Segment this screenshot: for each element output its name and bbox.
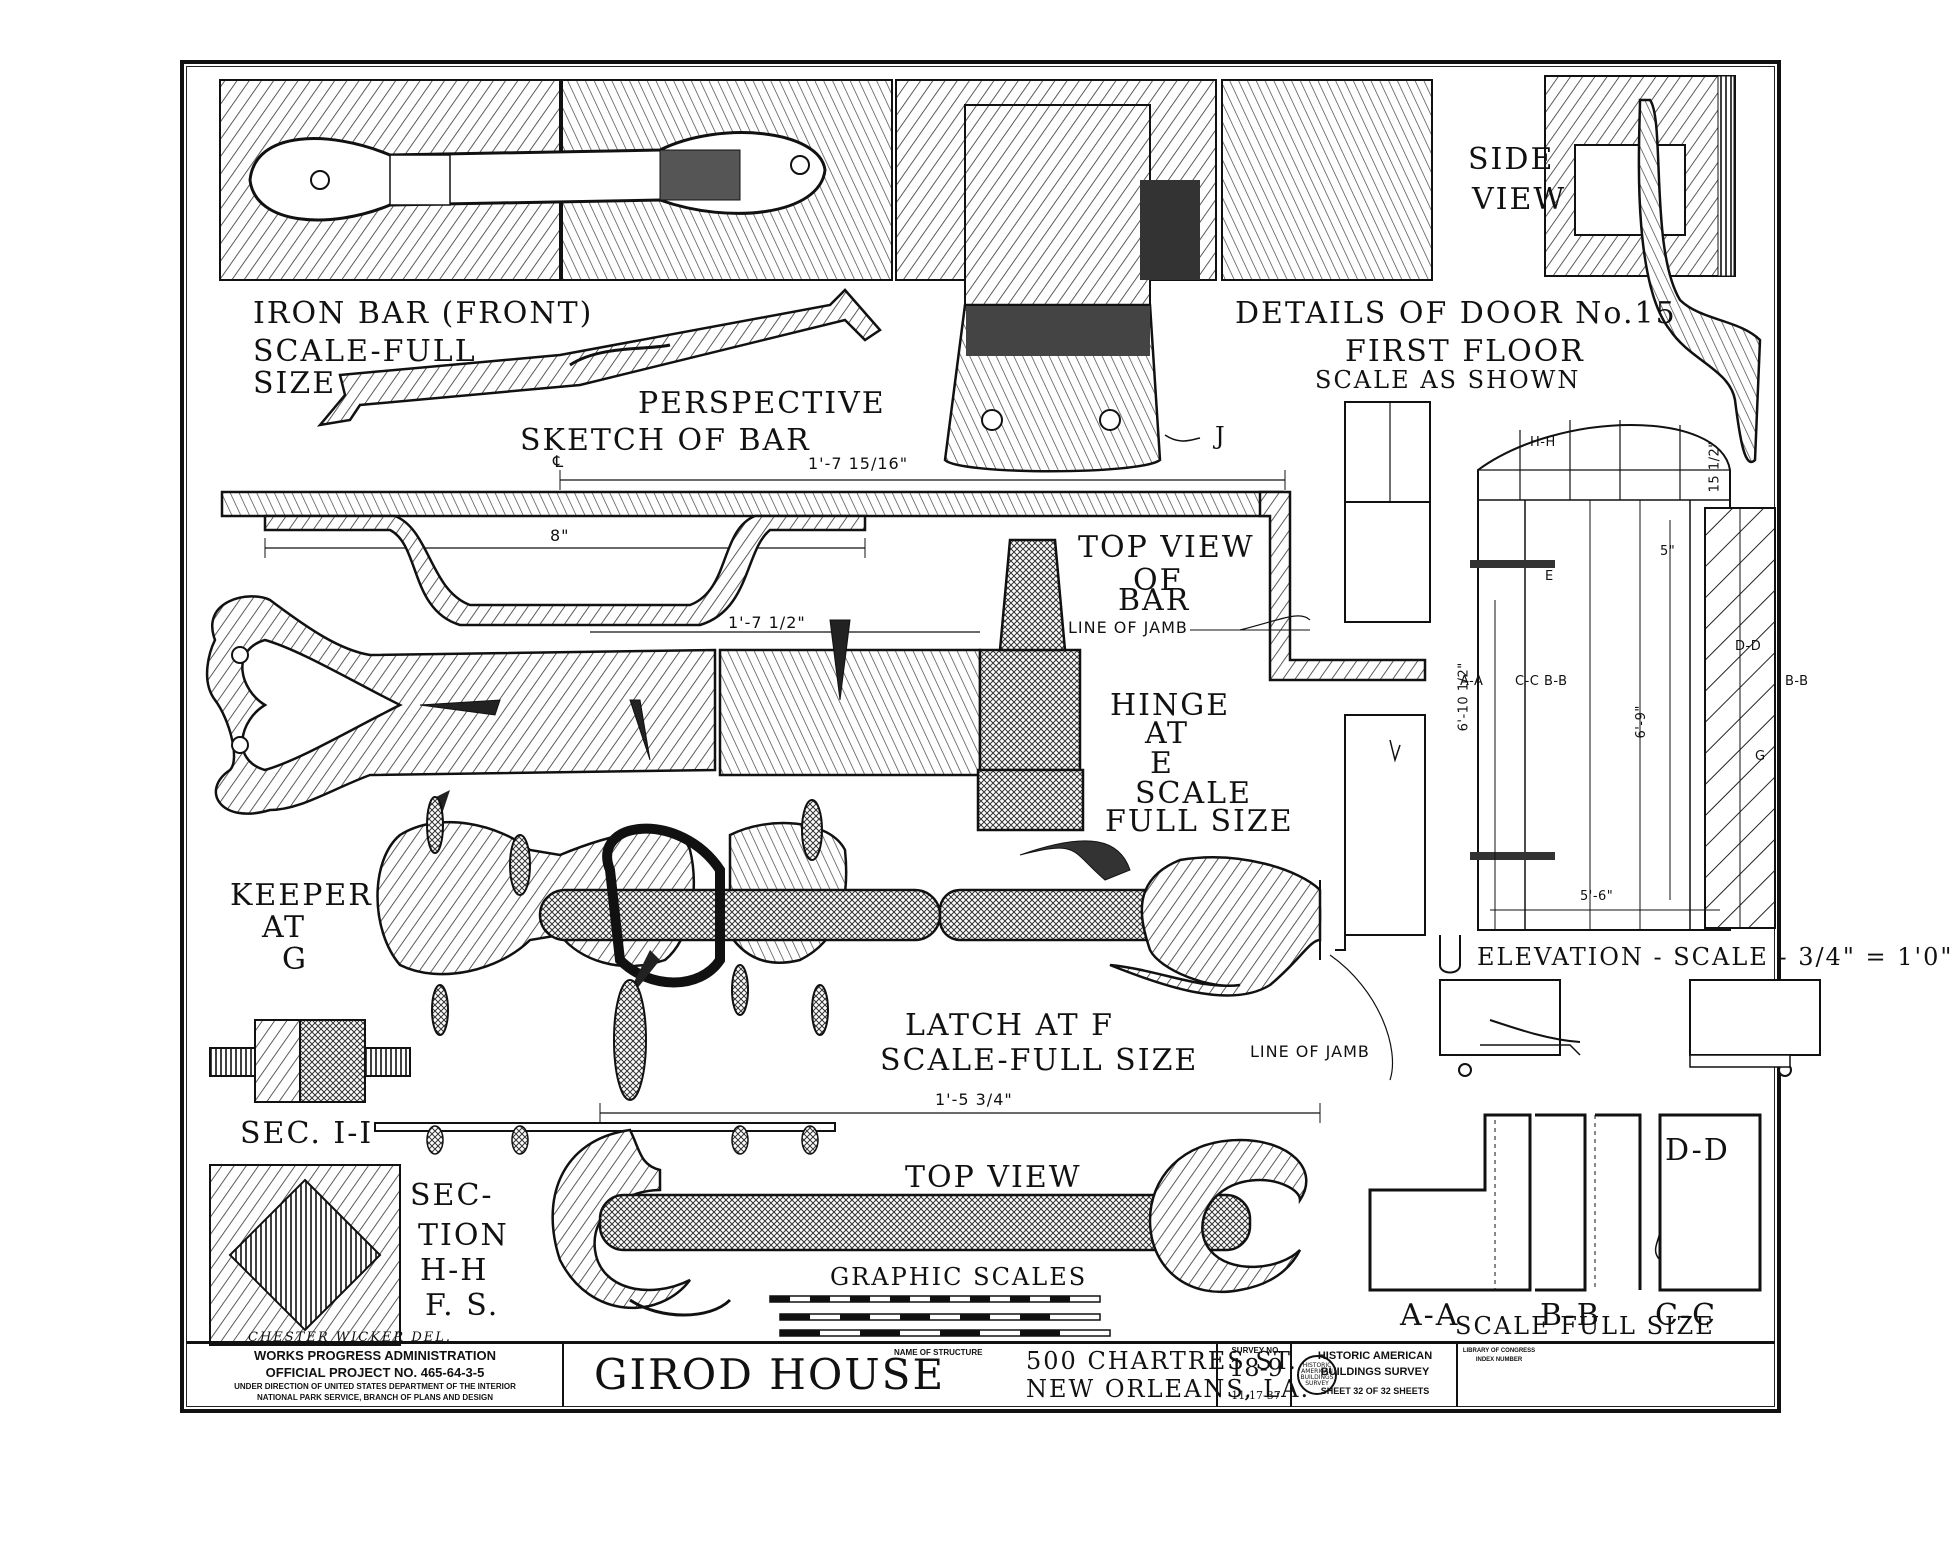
elevation-scale-label: ELEVATION - SCALE - 3/4" = 1'0" [1477,943,1953,971]
section-i-i-label: SEC. I-I [240,1116,374,1151]
habs-line2: BUILDINGS SURVEY [1320,1366,1430,1378]
address-line2: NEW ORLEANS, LA. [1026,1375,1311,1403]
iron-bar-scale-line2: SIZE [253,366,337,401]
elevation-mark-hh: H-H [1530,435,1556,450]
under-direction-line1: UNDER DIRECTION OF UNITED STATES DEPARTM… [234,1382,516,1391]
elevation-mark-cb: C-C B-B [1515,674,1568,689]
section-dd-label: D-D [1665,1133,1730,1168]
keeper-label-line1: KEEPER [230,878,373,913]
under-direction-line2: NATIONAL PARK SERVICE, BRANCH OF PLANS A… [256,1393,493,1402]
dimension-latch: 1'-5 3/4" [935,1090,1013,1109]
hinge-label-line1: HINGE [1110,688,1231,723]
elevation-dim-5: 15 1/2" [1707,441,1723,493]
elevation-dim-4: 5" [1660,544,1676,559]
section-h-h-label-line4: F. S. [425,1288,500,1323]
iron-bar-title: IRON BAR (FRONT) [253,296,594,331]
project-line: OFFICIAL PROJECT NO. 465-64-3-5 [265,1365,485,1380]
title-block-structure-cell: GIROD HOUSE NAME OF STRUCTURE 500 CHARTR… [564,1344,1671,1407]
hinge-label-line3: E [1150,746,1174,781]
title-block-loc-cell: LIBRARY OF CONGRESS INDEX NUMBER [1458,1344,1540,1407]
hinge-label-line5: FULL SIZE [1105,804,1294,839]
section-aa-label: A-A [1400,1298,1460,1333]
details-floor: FIRST FLOOR [1345,334,1585,369]
section-h-h-label-line1: SEC- [410,1178,494,1213]
elevation-mark-e: E [1545,569,1554,584]
hinge-drawing [205,538,1085,832]
dimension-bar-mid: 1'-7 1/2" [728,613,806,632]
sheet-count: SHEET 32 OF 32 SHEETS [1320,1386,1430,1396]
side-view-label-line1: SIDE [1468,142,1555,177]
door-jamb-sections [1335,401,1461,974]
title-block-survey-cell: SURVEY NO. 18-9 11-17-37 [1216,1344,1292,1407]
elevation-mark-bb: B-B [1785,674,1809,689]
section-bb-label: B-B [1540,1298,1601,1333]
latch-label-line1: LATCH AT F [905,1008,1114,1043]
elevation-mark-aa: A-A [1460,674,1484,689]
elevation-dim-1: 6'-10 1/2" [1456,662,1472,732]
latch-and-keeper-drawing [376,790,1394,1101]
perspective-label-line2: SKETCH OF BAR [520,423,811,458]
section-i-i [209,1019,411,1103]
survey-date: 11-17-37 [1231,1389,1281,1402]
iron-bar-scale-line1: SCALE-FULL [253,334,477,369]
details-scale: SCALE AS SHOWN [1315,366,1581,394]
top-view-of-bar [220,479,1427,682]
latch-top-view [374,1112,1320,1317]
graphic-scales-label: GRAPHIC SCALES [830,1263,1088,1291]
centerline-mark: ℄ [553,452,565,471]
top-view-bar-line3: BAR [1118,583,1191,618]
door-elevation [1470,420,1731,931]
dimension-8: 8" [550,526,570,545]
survey-number: 18-9 [1229,1354,1283,1382]
latch-label-line2: SCALE-FULL SIZE [880,1043,1199,1078]
side-view-drawing [1544,75,1762,464]
latch-side-details [1439,979,1821,1077]
habs-line1: HISTORIC AMERICAN [1317,1350,1433,1362]
address-line1: 500 CHARTRES ST. [1026,1347,1298,1375]
habs-seal: HISTORIC AMERICAN BUILDINGS SURVEY [1297,1355,1337,1395]
section-h-h [209,1164,401,1346]
perspective-sketch-of-bar [316,288,882,427]
section-h-h-label-line3: H-H [420,1253,489,1288]
title-block-wpa-cell: WORKS PROGRESS ADMINISTRATION OFFICIAL P… [186,1344,564,1407]
survey-no-caption: SURVEY NO. [1231,1346,1281,1355]
keeper-label-line2: AT [262,910,307,945]
perspective-label-line1: PERSPECTIVE [638,386,886,421]
scale-full-size-label: SCALE FULL SIZE [1455,1312,1715,1340]
section-cc-label: C-C [1655,1298,1718,1333]
line-of-jamb-label-lower: LINE OF JAMB [1250,1042,1370,1061]
mark-j: J [1215,422,1227,450]
structure-name: GIROD HOUSE [594,1350,946,1399]
top-view-bar-line2: OF [1133,563,1183,598]
loc-line1: LIBRARY OF CONGRESS [1462,1348,1536,1354]
wpa-line: WORKS PROGRESS ADMINISTRATION [254,1348,496,1363]
habs-seal-text: HISTORIC AMERICAN BUILDINGS SURVEY [1300,1362,1334,1387]
name-of-structure-caption: NAME OF STRUCTURE [894,1348,983,1357]
top-view-latch-label: TOP VIEW [905,1160,1082,1195]
door-section-diagonal [1704,507,1776,929]
jamb-sections-aa-bb-cc [1368,1113,1762,1292]
elevation-mark-dd: D-D [1735,639,1762,654]
elevation-dim-2: 6'-9" [1633,705,1649,739]
top-view-bar-line1: TOP VIEW [1078,530,1255,565]
elevation-dim-3: 5'-6" [1580,889,1614,904]
hinge-label-line4: SCALE [1135,776,1252,811]
keeper-label-line3: G [282,942,308,977]
section-h-h-label-line2: TION [418,1218,509,1253]
door-block-j [943,104,1201,473]
loc-line2: INDEX NUMBER [1475,1357,1523,1363]
dimension-ticks [264,470,1720,1123]
side-view-label-line2: VIEW [1472,182,1567,217]
title-block-habs-cell: HISTORIC AMERICAN BUILDINGS SURVEY SHEET… [1292,1344,1458,1407]
hinge-label-line2: AT [1145,716,1190,751]
line-of-jamb-label-upper: LINE OF JAMB [1068,618,1188,637]
elevation-mark-g: G [1755,749,1766,764]
graphic-scales [769,1295,1111,1337]
iron-bar-front-view [219,79,1433,281]
details-title: DETAILS OF DOOR No.15 [1235,296,1677,331]
title-block: WORKS PROGRESS ADMINISTRATION OFFICIAL P… [186,1341,1775,1407]
dimension-bar-long: 1'-7 15/16" [808,454,909,473]
